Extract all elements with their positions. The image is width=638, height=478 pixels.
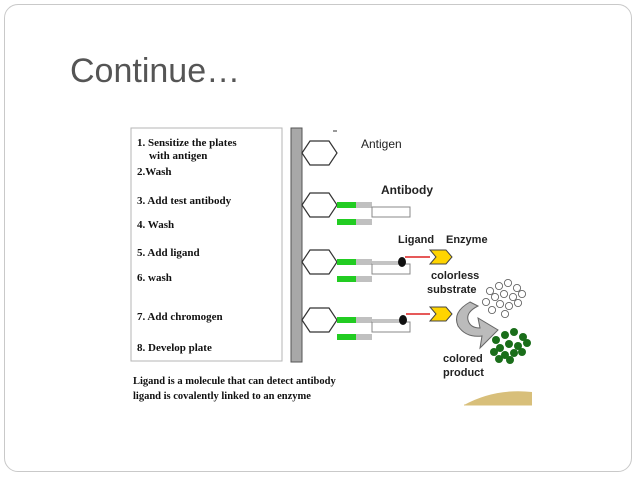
note-line-2: ligand is covalently linked to an enzyme bbox=[133, 391, 311, 402]
step-7: 7. Add chromogen bbox=[137, 311, 223, 323]
plate-wall bbox=[290, 127, 303, 363]
antigen-hexagon-2 bbox=[301, 192, 338, 218]
ligand-label: Ligand bbox=[398, 234, 434, 246]
substrate-label: substrate bbox=[427, 284, 477, 296]
product-dots bbox=[490, 328, 531, 364]
step-1b: with antigen bbox=[149, 150, 207, 162]
ligand-enzyme-3 bbox=[372, 249, 453, 267]
antibody-row-4 bbox=[337, 317, 411, 340]
antibody-row-3 bbox=[337, 259, 411, 282]
antigen-label: Antigen bbox=[361, 137, 402, 151]
antigen-hexagon-1 bbox=[301, 140, 338, 166]
slide-title: Continue… bbox=[70, 52, 241, 90]
step-3: 3. Add test antibody bbox=[137, 195, 232, 207]
step-1: 1. Sensitize the plates bbox=[137, 137, 237, 149]
step-2: 2.Wash bbox=[137, 166, 172, 178]
enzyme-label: Enzyme bbox=[446, 234, 488, 246]
antigen-hexagon-4 bbox=[301, 307, 338, 333]
step-6: 6. wash bbox=[137, 272, 172, 284]
step-5: 5. Add ligand bbox=[137, 247, 200, 259]
step-8: 8. Develop plate bbox=[137, 342, 212, 354]
antigen-hexagon-3 bbox=[301, 249, 338, 275]
antibody-label: Antibody bbox=[381, 183, 433, 197]
step-4: 4. Wash bbox=[137, 219, 174, 231]
antibody-row-2 bbox=[337, 202, 411, 225]
well-bottom bbox=[464, 391, 532, 405]
note-line-1: Ligand is a molecule that can detect ant… bbox=[133, 376, 336, 387]
enzyme-2 bbox=[428, 306, 453, 322]
ligand-enzyme-4 bbox=[372, 306, 453, 325]
reaction-arrow bbox=[456, 301, 499, 350]
enzyme-1 bbox=[428, 249, 453, 265]
colored-label: colored bbox=[443, 353, 483, 365]
substrate-circles bbox=[481, 278, 527, 319]
steps-box bbox=[130, 127, 283, 362]
colorless-label: colorless bbox=[431, 270, 479, 282]
ligand-dot-2 bbox=[399, 315, 407, 325]
ligand-dot-1 bbox=[398, 257, 406, 267]
product-label: product bbox=[443, 367, 484, 379]
